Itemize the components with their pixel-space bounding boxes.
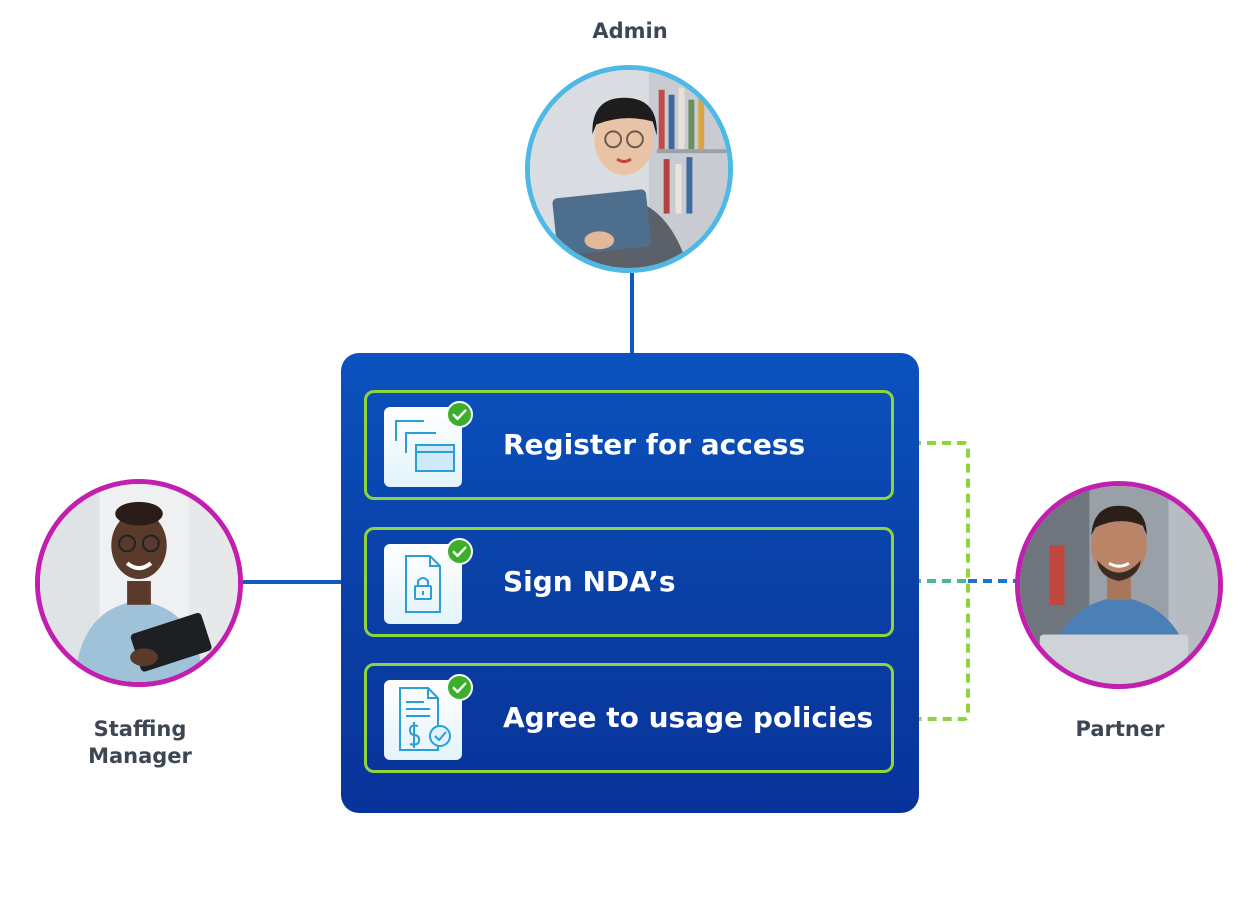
staffing-manager-avatar (35, 479, 243, 687)
invoice-dollar-icon (384, 680, 462, 760)
step-register-for-access: Register for access (364, 390, 894, 500)
checkmark-icon (446, 674, 473, 701)
admin-avatar (525, 65, 733, 273)
step-sign-nda: Sign NDA’s (364, 527, 894, 637)
step-label: Sign NDA’s (503, 565, 676, 598)
checkmark-icon (446, 538, 473, 565)
admin-label: Admin (592, 19, 668, 43)
partner-label: Partner (1075, 717, 1165, 741)
staffing-manager-label-line2: Manager (88, 744, 192, 768)
step-agree-to-usage-policies: Agree to usage policies (364, 663, 894, 773)
windows-stack-icon (384, 407, 462, 487)
partner-photo (1020, 486, 1218, 684)
admin-photo (530, 70, 728, 268)
checkmark-icon (446, 401, 473, 428)
staffing-manager-label: Staffing Manager (60, 716, 220, 770)
step-label: Agree to usage policies (503, 701, 874, 734)
staffing-manager-photo (40, 484, 238, 682)
step-label: Register for access (503, 428, 806, 461)
staffing-manager-label-line1: Staffing (93, 717, 187, 741)
partner-connector (897, 441, 1017, 721)
partner-avatar (1015, 481, 1223, 689)
